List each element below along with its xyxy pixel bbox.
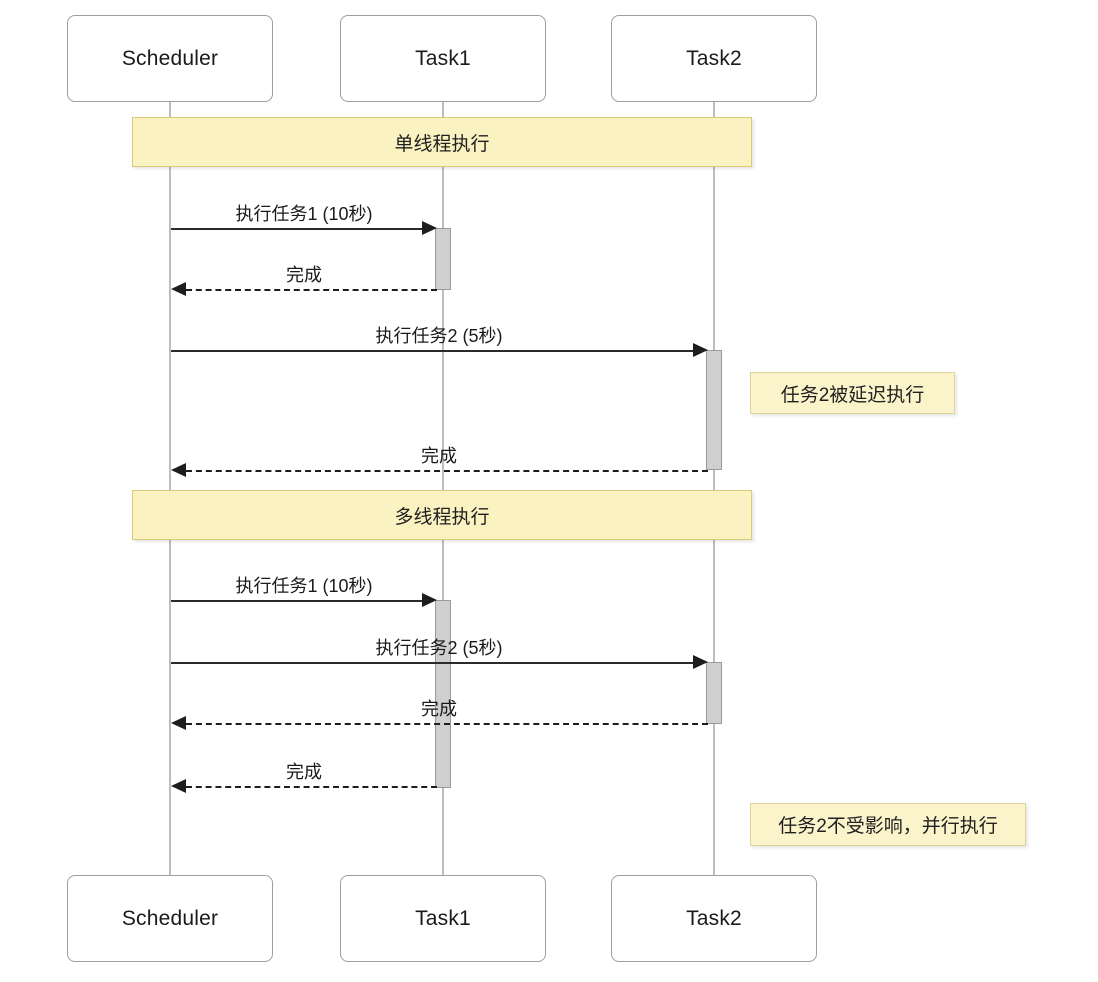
participant-label: Task1	[415, 906, 471, 930]
note-task2-delayed: 任务2被延迟执行	[750, 372, 955, 414]
activation-task2-section1	[706, 350, 722, 470]
message-label: 完成	[286, 265, 322, 285]
section-divider-multi-thread: 多线程执行	[132, 490, 752, 540]
section-divider-single-thread: 单线程执行	[132, 117, 752, 167]
message-line	[171, 350, 694, 352]
arrowhead-right-icon	[422, 221, 437, 235]
participant-label: Task1	[415, 46, 471, 70]
activation-task1-section1	[435, 228, 451, 290]
message-line	[186, 723, 708, 725]
participant-label: Task2	[686, 46, 742, 70]
participant-task1-top[interactable]: Task1	[340, 15, 546, 102]
note-label: 任务2不受影响，并行执行	[778, 816, 998, 837]
message-label: 执行任务1 (10秒)	[235, 204, 373, 224]
message-line	[186, 289, 437, 291]
message-line	[171, 228, 423, 230]
arrowhead-right-icon	[693, 343, 708, 357]
arrowhead-left-icon	[171, 463, 186, 477]
message-label: 执行任务2 (5秒)	[375, 326, 503, 346]
lifeline-scheduler	[169, 101, 171, 875]
message-line	[186, 470, 708, 472]
section-label: 单线程执行	[394, 133, 490, 155]
message-label: 执行任务1 (10秒)	[235, 576, 373, 596]
lifeline-task1	[442, 101, 444, 875]
message-label: 完成	[421, 699, 457, 719]
participant-label: Scheduler	[121, 906, 219, 930]
arrowhead-left-icon	[171, 716, 186, 730]
participant-label: Scheduler	[121, 46, 219, 70]
participant-task2-top[interactable]: Task2	[611, 15, 817, 102]
message-line	[171, 600, 423, 602]
participant-scheduler-bottom[interactable]: Scheduler	[67, 875, 273, 962]
arrowhead-right-icon	[422, 593, 437, 607]
participant-task1-bottom[interactable]: Task1	[340, 875, 546, 962]
participant-scheduler-top[interactable]: Scheduler	[67, 15, 273, 102]
activation-task2-section2	[706, 662, 722, 724]
message-line	[171, 662, 694, 664]
arrowhead-right-icon	[693, 655, 708, 669]
lifeline-task2	[713, 101, 715, 875]
message-label: 完成	[421, 446, 457, 466]
message-line	[186, 786, 437, 788]
participant-label: Task2	[686, 906, 742, 930]
note-task2-parallel: 任务2不受影响，并行执行	[750, 803, 1026, 846]
note-label: 任务2被延迟执行	[780, 384, 925, 406]
arrowhead-left-icon	[171, 779, 186, 793]
activation-task1-section2	[435, 600, 451, 788]
message-label: 执行任务2 (5秒)	[375, 638, 503, 658]
message-label: 完成	[286, 762, 322, 782]
arrowhead-left-icon	[171, 282, 186, 296]
participant-task2-bottom[interactable]: Task2	[611, 875, 817, 962]
section-label: 多线程执行	[394, 506, 490, 528]
